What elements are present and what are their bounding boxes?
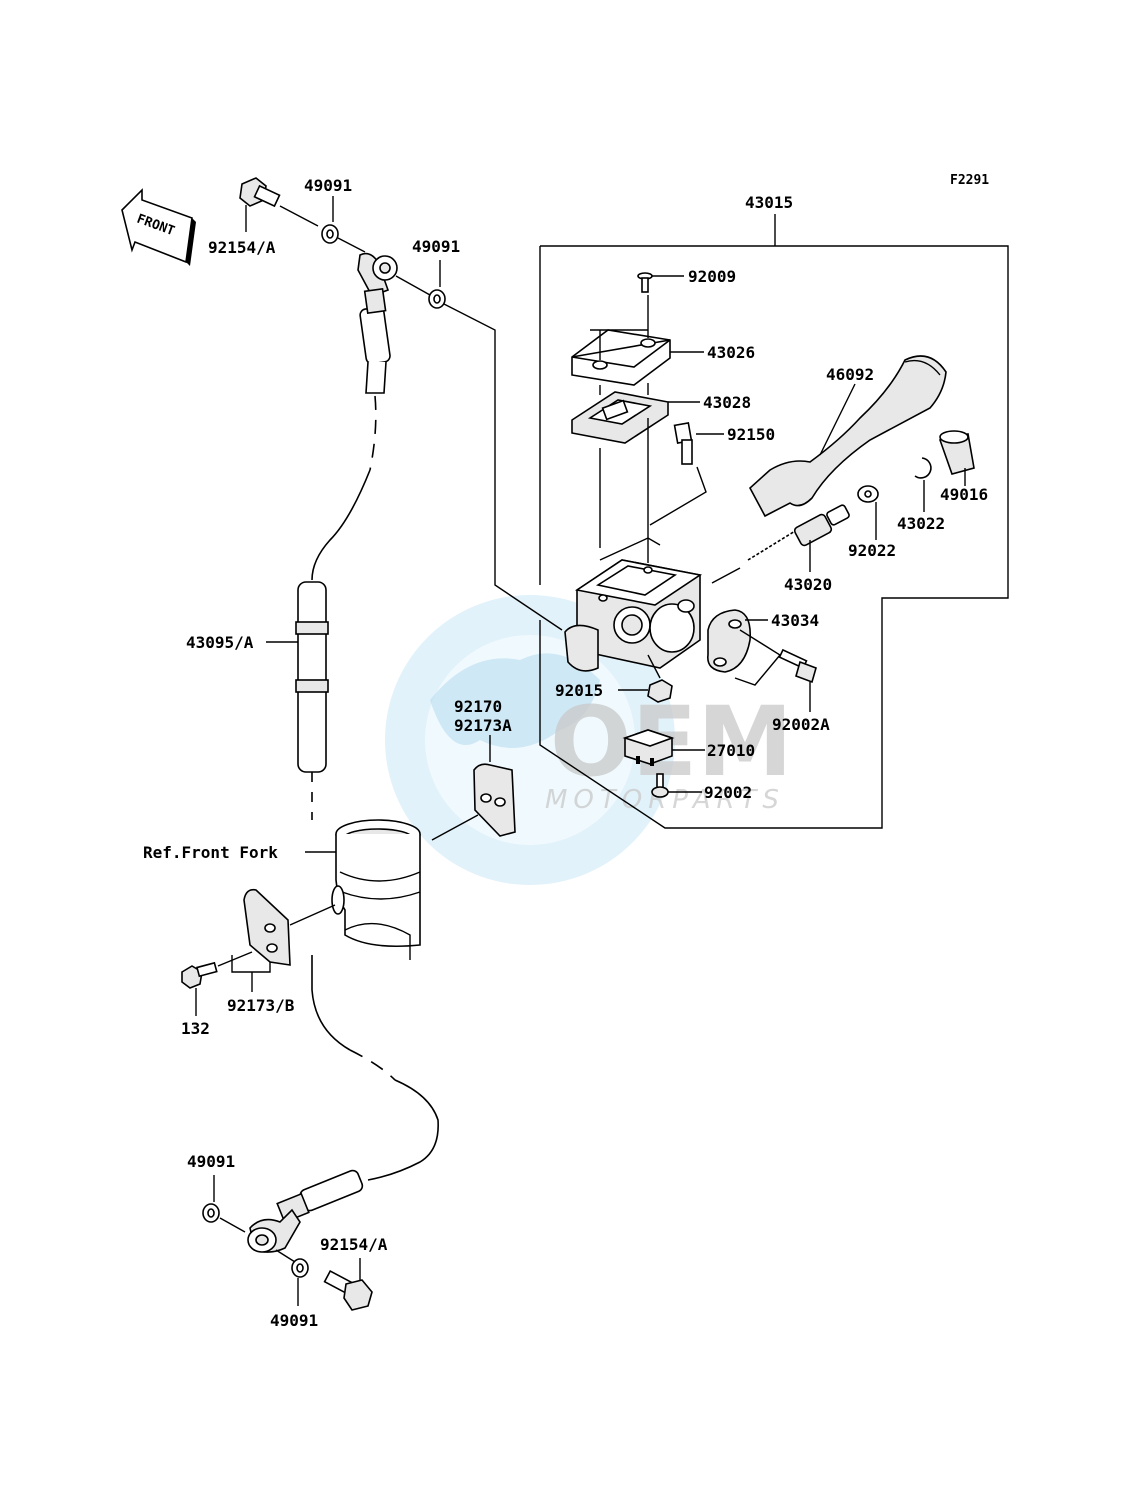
bolt-92002A bbox=[778, 648, 817, 712]
hose-clamp-92170 bbox=[431, 735, 516, 841]
banjo-fitting-bottom bbox=[219, 1208, 301, 1263]
piston-kit-43020 bbox=[711, 504, 850, 584]
label-49091-top2: 49091 bbox=[412, 237, 460, 256]
label-92002A: 92002A bbox=[772, 715, 830, 734]
label-ref-front-fork: Ref.Front Fork bbox=[143, 843, 278, 862]
label-49016: 49016 bbox=[940, 485, 988, 504]
label-43020: 43020 bbox=[784, 575, 832, 594]
brake-hose-upper bbox=[311, 287, 391, 581]
front-arrow-icon: FRONT bbox=[121, 188, 196, 266]
master-cylinder-body bbox=[564, 418, 703, 672]
label-92154A-bottom: 92154/A bbox=[320, 1235, 388, 1254]
clamp-43034 bbox=[707, 609, 782, 686]
label-43026: 43026 bbox=[707, 343, 755, 362]
watermark: OEM MOTORPARTS bbox=[385, 595, 793, 885]
label-132: 132 bbox=[181, 1019, 210, 1038]
label-92015: 92015 bbox=[555, 681, 603, 700]
bolt-132 bbox=[181, 951, 253, 1016]
label-43015: 43015 bbox=[745, 193, 793, 212]
banjo-bolt-92154A-top bbox=[239, 177, 319, 232]
label-43028: 43028 bbox=[703, 393, 751, 412]
label-49091-top1: 49091 bbox=[304, 176, 352, 195]
diaphragm-43028 bbox=[571, 383, 700, 444]
reservoir-cap-43026 bbox=[571, 295, 704, 386]
label-43095A: 43095/A bbox=[186, 633, 254, 652]
banjo-bolt-92154A-bottom bbox=[323, 1258, 373, 1311]
assembly-43015-outline bbox=[539, 214, 1009, 829]
nut-92015 bbox=[618, 654, 673, 703]
label-92002: 92002 bbox=[704, 783, 752, 802]
circlip-43022 bbox=[914, 457, 932, 512]
washer-49091-top2 bbox=[428, 260, 563, 631]
screw-92002 bbox=[651, 773, 702, 798]
banjo-fitting-top bbox=[357, 252, 431, 297]
washer-49091-bot2 bbox=[291, 1258, 309, 1306]
label-92150: 92150 bbox=[727, 425, 775, 444]
washer-49091-bot1 bbox=[202, 1175, 220, 1223]
dust-cap-49016 bbox=[938, 430, 975, 486]
screw-92009 bbox=[637, 272, 684, 293]
brake-lever-46092 bbox=[748, 355, 947, 518]
brake-switch-27010 bbox=[622, 729, 705, 766]
label-92022: 92022 bbox=[848, 541, 896, 560]
label-92173A: 92173A bbox=[454, 716, 512, 735]
label-92009: 92009 bbox=[688, 267, 736, 286]
pivot-bolt-92150 bbox=[649, 421, 724, 526]
label-49091-bot1: 49091 bbox=[187, 1152, 235, 1171]
hose-protector-43095A bbox=[266, 581, 329, 820]
washer-49091-top1 bbox=[321, 196, 366, 253]
label-49091-bot2: 49091 bbox=[270, 1311, 318, 1330]
label-46092: 46092 bbox=[826, 365, 874, 384]
label-43034: 43034 bbox=[771, 611, 819, 630]
label-92170: 92170 bbox=[454, 697, 502, 716]
label-92154A-top: 92154/A bbox=[208, 238, 276, 257]
washer-92022 bbox=[857, 485, 879, 540]
hose-clamp-92173B bbox=[231, 888, 336, 992]
brake-hose-lower bbox=[276, 955, 439, 1224]
label-43022: 43022 bbox=[897, 514, 945, 533]
label-92173B: 92173/B bbox=[227, 996, 295, 1015]
front-fork-ref bbox=[305, 819, 421, 960]
label-27010: 27010 bbox=[707, 741, 755, 760]
figure-code: F2291 bbox=[950, 173, 989, 188]
